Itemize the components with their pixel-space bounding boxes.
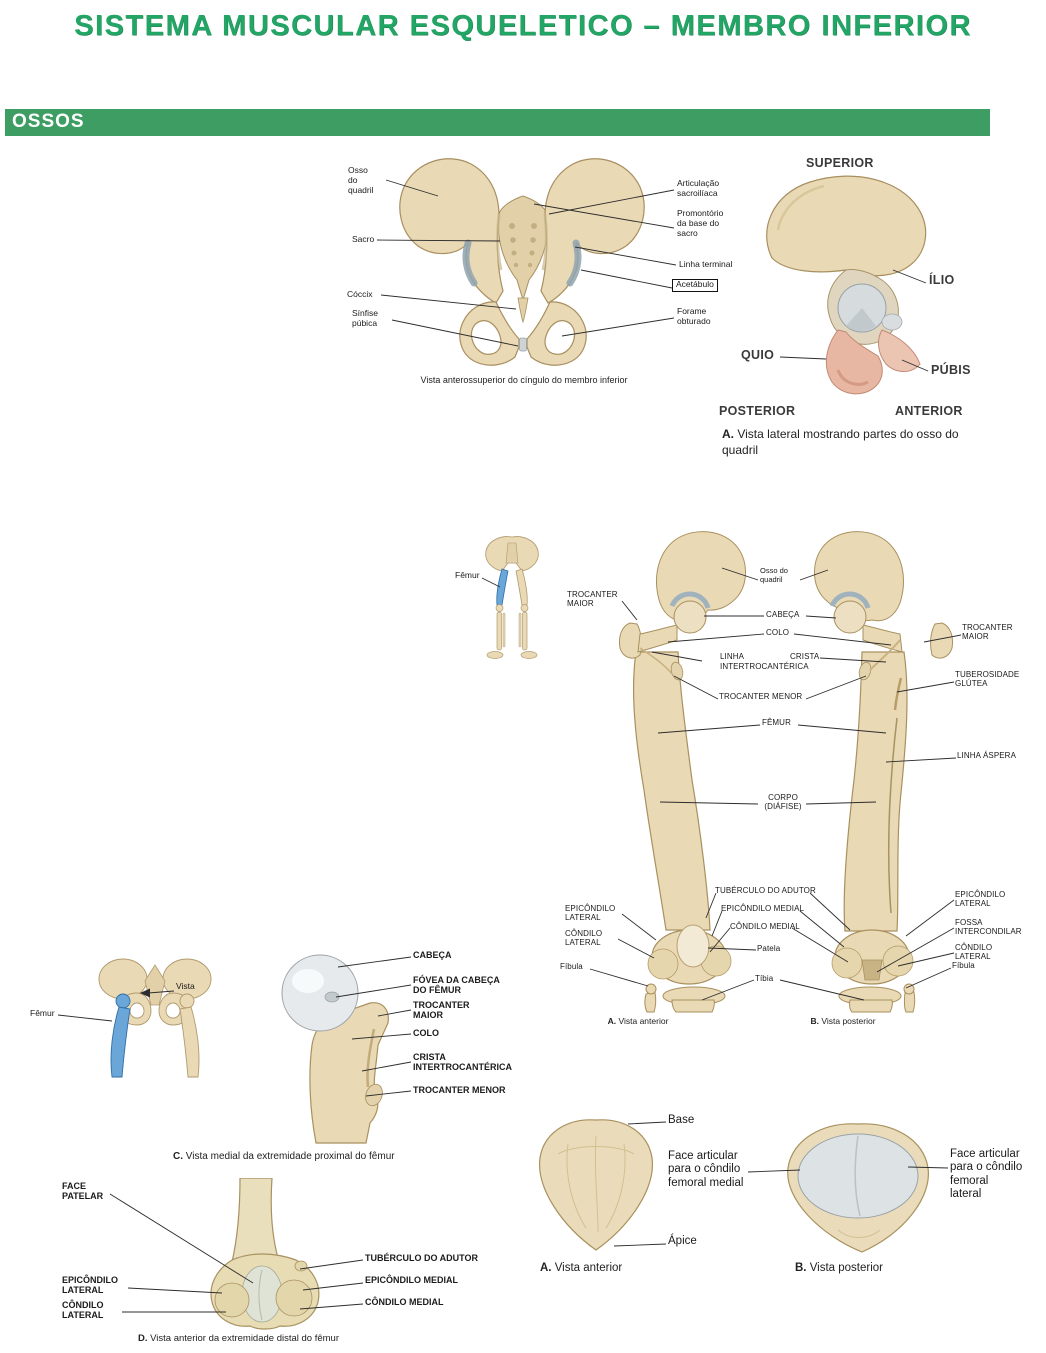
- caption-femur-anterior: A. Vista anterior: [607, 1016, 669, 1026]
- label-promontorio: Promontório da base do sacro: [677, 208, 724, 238]
- label-cabeca: CABEÇA: [766, 610, 800, 619]
- patela-posterior-illustration: [787, 1123, 929, 1253]
- caption-femur-distal: D. Vista anterior da extremidade distal …: [138, 1333, 340, 1344]
- caption-femur-proximal: C. Vista medial da extremidade proximal …: [173, 1151, 395, 1162]
- label-condilo-lateral-distal: CÔNDILO LATERAL: [62, 1300, 104, 1321]
- label-osso-do-quadril-centro: Osso do quadril: [760, 566, 788, 584]
- label-isquio: QUIO: [741, 348, 775, 362]
- label-sacro: Sacro: [352, 234, 375, 244]
- caption-letter: B.: [810, 1016, 819, 1026]
- caption-letter: A.: [722, 427, 734, 441]
- label-trocanter-maior-dir: TROCANTER MAIOR: [962, 623, 1013, 642]
- patela-anterior-illustration: [539, 1119, 653, 1251]
- label-forame-obturado: Forame obturado: [677, 306, 711, 326]
- label-fibula-esq: Fíbula: [560, 962, 583, 971]
- label-colo: COLO: [766, 628, 790, 637]
- label-crista-intertrocanterica: CRISTA INTERTROCANTÉRICA: [413, 1052, 512, 1073]
- label-corpo-diafise: CORPO (DIÁFISE): [764, 793, 802, 812]
- label-acetabulo: Acetábulo: [672, 279, 718, 292]
- label-coccix: Cóccix: [347, 289, 373, 299]
- caption-letter: A.: [540, 1262, 552, 1274]
- label-posterior: POSTERIOR: [719, 404, 796, 418]
- label-articulacao-sacroiliaca: Articulação sacroilíaca: [677, 178, 720, 198]
- label-crista: CRISTA: [790, 652, 820, 661]
- label-tibia: Tíbia: [755, 974, 774, 983]
- caption-patela-posterior: B. Vista posterior: [795, 1262, 883, 1274]
- label-linha-aspera: LINHA ÁSPERA: [957, 751, 1017, 760]
- label-apice-patela: Ápice: [668, 1235, 697, 1247]
- pelvis-femur-locator-illustration: [98, 958, 212, 1078]
- femur-anterior-posterior-illustration: [619, 531, 953, 1013]
- label-trocanter-maior-proximal: TROCANTER MAIOR: [413, 1000, 470, 1021]
- label-trocanter-maior-esq: TROCANTER MAIOR: [567, 590, 618, 609]
- label-face-articular-medial: Face articular para o côndilo femoral me…: [668, 1150, 744, 1189]
- page-title: SISTEMA MUSCULAR ESQUELETICO – MEMBRO IN…: [74, 10, 972, 42]
- label-sinfise-pubica: Sínfise púbica: [352, 308, 378, 328]
- label-patela: Patela: [757, 944, 781, 953]
- caption-pelvis-anterior: Vista anterossuperior do cíngulo do memb…: [420, 375, 628, 385]
- label-linha: LINHA: [720, 652, 745, 661]
- caption-letter: D.: [138, 1333, 148, 1344]
- label-trocanter-menor-proximal: TROCANTER MENOR: [413, 1085, 506, 1095]
- label-colo-proximal: COLO: [413, 1028, 439, 1038]
- label-linha-terminal: Linha terminal: [679, 259, 733, 269]
- femur-proximal-illustration: [281, 954, 389, 1144]
- label-epicondilo-medial: EPICÔNDILO MEDIAL: [721, 904, 805, 913]
- label-face-articular-lateral: Face articular para o côndilo femoral la…: [950, 1148, 1023, 1200]
- label-fovea: FÓVEA DA CABEÇA DO FÊMUR: [413, 975, 500, 996]
- label-condilo-medial-distal: CÔNDILO MEDIAL: [365, 1297, 444, 1307]
- label-base-patela: Base: [668, 1114, 695, 1126]
- label-fossa-intercondilar: FOSSA INTERCONDILAR: [955, 918, 1022, 937]
- label-femur: FÊMUR: [762, 718, 791, 727]
- label-condilo-lateral-dir: CÔNDILO LATERAL: [955, 943, 993, 962]
- label-condilo-lateral-esq: CÔNDILO LATERAL: [565, 929, 603, 948]
- label-femur-locator: Fêmur: [455, 570, 480, 580]
- caption-patela-anterior: A. Vista anterior: [540, 1262, 623, 1274]
- label-anterior: ANTERIOR: [895, 404, 963, 418]
- label-epicondilo-lateral-dir: EPICÔNDILO LATERAL: [955, 890, 1006, 909]
- label-condilo-medial: CÔNDILO MEDIAL: [730, 922, 800, 931]
- label-epicondilo-medial-distal: EPICÔNDILO MEDIAL: [365, 1275, 459, 1285]
- caption-femur-posterior: B. Vista posterior: [810, 1016, 876, 1026]
- label-vista: Vista: [176, 981, 195, 991]
- pelvis-anterior-illustration: [399, 158, 645, 366]
- label-intertrocanterica: INTERTROCANTÉRICA: [720, 662, 809, 671]
- label-trocanter-menor: TROCANTER MENOR: [719, 692, 803, 701]
- label-osso-do-quadril: Osso do quadril: [348, 165, 374, 195]
- caption-letter: B.: [795, 1262, 807, 1274]
- hip-lateral-illustration: [766, 175, 927, 395]
- caption-hip-lateral: A. Vista lateral mostrando partes do oss…: [722, 427, 959, 457]
- label-face-patelar: FACE PATELAR: [62, 1181, 104, 1202]
- label-femur-destacado: Fêmur: [30, 1008, 55, 1018]
- label-pubis: PÚBIS: [931, 363, 971, 377]
- section-banner-ossos: OSSOS: [5, 109, 990, 136]
- label-tuberculo-adutor-distal: TUBÉRCULO DO ADUTOR: [365, 1253, 478, 1263]
- femur-distal-illustration: [210, 1178, 320, 1330]
- label-ilio: ÍLIO: [929, 273, 955, 287]
- label-fibula-dir: Fíbula: [952, 961, 975, 970]
- caption-letter: C.: [173, 1151, 183, 1162]
- label-tuberculo-adutor: TUBÉRCULO DO ADUTOR: [715, 886, 816, 895]
- label-superior: SUPERIOR: [806, 156, 874, 170]
- label-tuberosidade-glutea: TUBEROSIDADE GLÚTEA: [955, 670, 1020, 689]
- lower-limb-skeleton-small-illustration: [485, 536, 539, 659]
- label-cabeca-proximal: CABEÇA: [413, 950, 452, 960]
- caption-letter: A.: [607, 1016, 617, 1026]
- label-epicondilo-lateral-esq: EPICÔNDILO LATERAL: [565, 904, 616, 923]
- label-epicondilo-lateral-distal: EPICÔNDILO LATERAL: [62, 1275, 119, 1296]
